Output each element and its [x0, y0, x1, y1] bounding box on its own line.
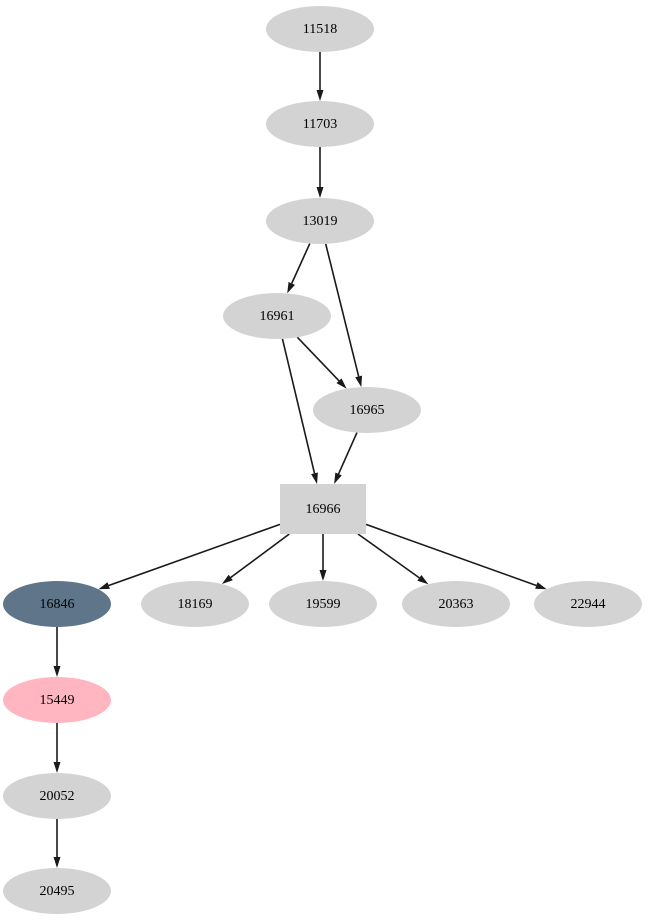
edge-arrowhead [336, 378, 347, 389]
node-ellipse[interactable] [266, 101, 374, 147]
graph-edge [334, 432, 358, 484]
node-ellipse[interactable] [534, 581, 642, 627]
edge-arrowhead [316, 90, 324, 101]
edge-line [296, 336, 340, 382]
graph-edge [53, 723, 61, 773]
graph-node-16965[interactable]: 16965 [313, 387, 421, 433]
edge-arrowhead [334, 472, 342, 484]
node-ellipse[interactable] [266, 198, 374, 244]
graph-edge [287, 243, 311, 294]
node-ellipse[interactable] [269, 581, 377, 627]
graph-edge [221, 533, 290, 585]
edge-arrowhead [53, 762, 61, 773]
edge-arrowhead [319, 570, 327, 581]
node-ellipse[interactable] [266, 6, 374, 52]
edge-arrowhead [98, 582, 110, 590]
edge-arrowhead [417, 575, 429, 585]
edge-arrowhead [535, 582, 547, 590]
graph-node-13019[interactable]: 13019 [266, 198, 374, 244]
graph-node-16846[interactable]: 16846 [3, 581, 111, 627]
node-ellipse[interactable] [3, 868, 111, 914]
edge-arrowhead [287, 281, 295, 294]
edge-arrowhead [316, 187, 324, 198]
graph-edge [53, 819, 61, 868]
edge-line [230, 533, 290, 579]
graph-node-20363[interactable]: 20363 [402, 581, 510, 627]
graph-edge [296, 336, 347, 389]
graph-edge [365, 523, 547, 590]
graph-node-20495[interactable]: 20495 [3, 868, 111, 914]
node-box[interactable] [280, 484, 366, 534]
edge-arrowhead [53, 666, 61, 677]
edge-line [281, 338, 316, 474]
node-ellipse[interactable] [3, 581, 111, 627]
graph-node-11703[interactable]: 11703 [266, 101, 374, 147]
node-ellipse[interactable] [223, 293, 331, 339]
edge-arrowhead [355, 375, 363, 388]
graph-edge [316, 147, 324, 198]
graph-edge [53, 627, 61, 677]
edge-arrowhead [221, 574, 233, 585]
edge-line [291, 243, 311, 284]
node-ellipse[interactable] [313, 387, 421, 433]
graph-node-20052[interactable]: 20052 [3, 773, 111, 819]
graph-edge [281, 338, 318, 484]
graph-node-15449[interactable]: 15449 [3, 677, 111, 723]
edge-line [337, 432, 358, 475]
graph-node-19599[interactable]: 19599 [269, 581, 377, 627]
edge-line [108, 523, 281, 587]
graph-edge [98, 523, 281, 590]
node-ellipse[interactable] [141, 581, 249, 627]
node-ellipse[interactable] [3, 773, 111, 819]
edges-layer [53, 52, 547, 868]
graph-node-22944[interactable]: 22944 [534, 581, 642, 627]
node-ellipse[interactable] [402, 581, 510, 627]
graph-edge [319, 534, 327, 581]
graph-node-16961[interactable]: 16961 [223, 293, 331, 339]
graph-edge [324, 243, 363, 388]
graph-node-18169[interactable]: 18169 [141, 581, 249, 627]
nodes-layer: 11518 11703 13019 16961 16965 16966 16846 18169… [3, 6, 642, 914]
edge-line [357, 533, 420, 579]
graph-edge [316, 52, 324, 101]
graph-edge [357, 533, 429, 585]
edge-arrowhead [311, 472, 318, 484]
node-ellipse[interactable] [3, 677, 111, 723]
graph-node-16966[interactable]: 16966 [280, 484, 366, 534]
edge-line [365, 523, 537, 587]
edge-arrowhead [53, 857, 61, 868]
edge-line [324, 243, 360, 377]
graph-node-11518[interactable]: 11518 [266, 6, 374, 52]
